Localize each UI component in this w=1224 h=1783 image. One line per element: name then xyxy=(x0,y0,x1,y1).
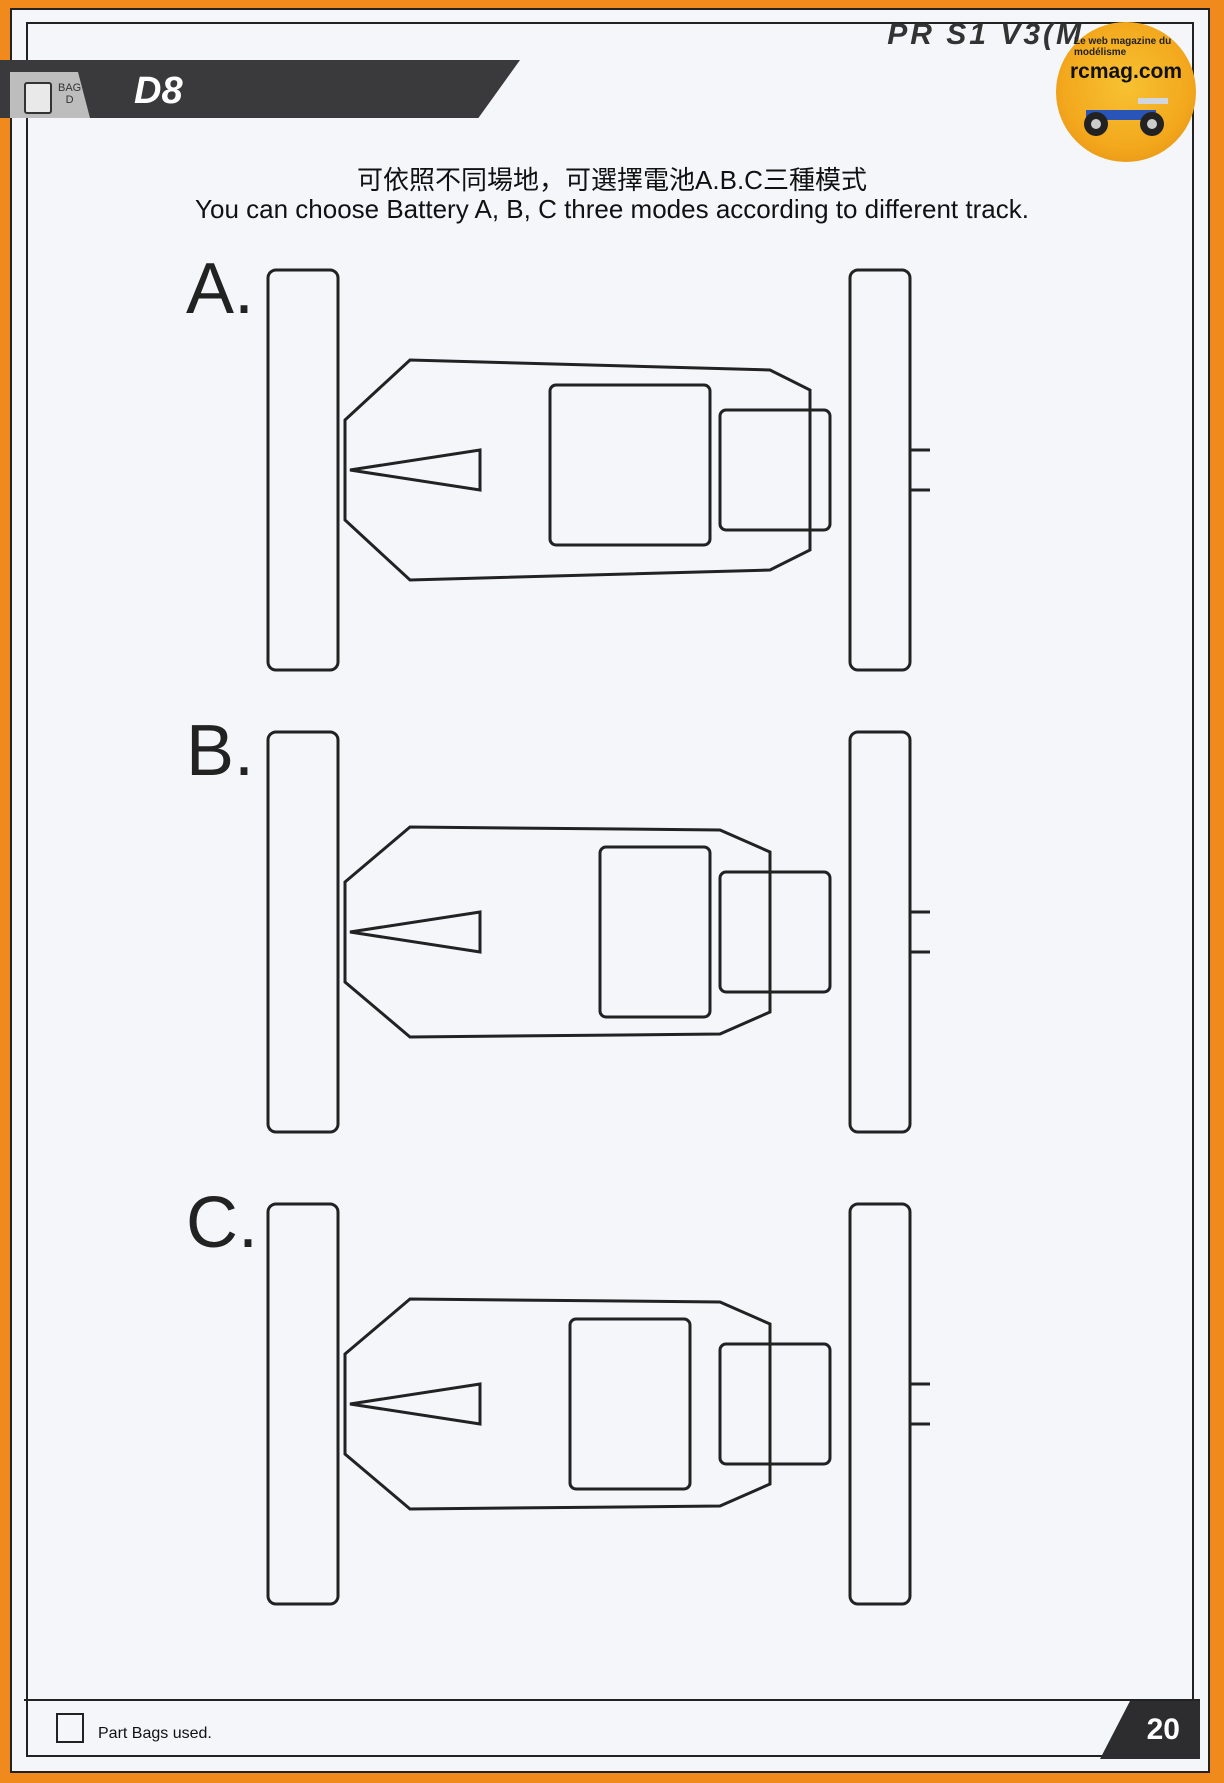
rcmag-logo: Le web magazine du modélisme rcmag.com xyxy=(1056,22,1196,162)
chassis-diagram-a xyxy=(266,268,930,672)
bag-icon xyxy=(24,82,52,114)
instruction-zh: 可依照不同場地，可選擇電池A.B.C三種模式 xyxy=(357,165,867,195)
part-bag-icon xyxy=(56,1713,84,1743)
page-frame xyxy=(26,22,1194,1757)
instruction-en: You can choose Battery A, B, C three mod… xyxy=(195,194,1029,224)
variant-b-label: B. xyxy=(186,711,255,791)
logo-domain: rcmag.com xyxy=(1069,60,1183,83)
chassis-diagram-c xyxy=(266,1202,930,1606)
page-number: 20 xyxy=(1146,1713,1180,1746)
bag-label: BAG D xyxy=(58,82,82,106)
variant-a-label: A. xyxy=(186,249,255,329)
buggy-icon xyxy=(1084,98,1168,136)
chassis-diagram-b xyxy=(266,730,930,1134)
variant-c-label: C. xyxy=(186,1183,258,1263)
logo-tagline: Le web magazine du modélisme xyxy=(1074,36,1172,58)
footer-bar xyxy=(24,1699,1200,1759)
model-name: PR S1 V3(M xyxy=(887,18,1084,51)
step-number: D8 xyxy=(134,70,183,112)
manual-page xyxy=(10,8,1210,1773)
part-bags-label: Part Bags used. xyxy=(98,1725,212,1742)
